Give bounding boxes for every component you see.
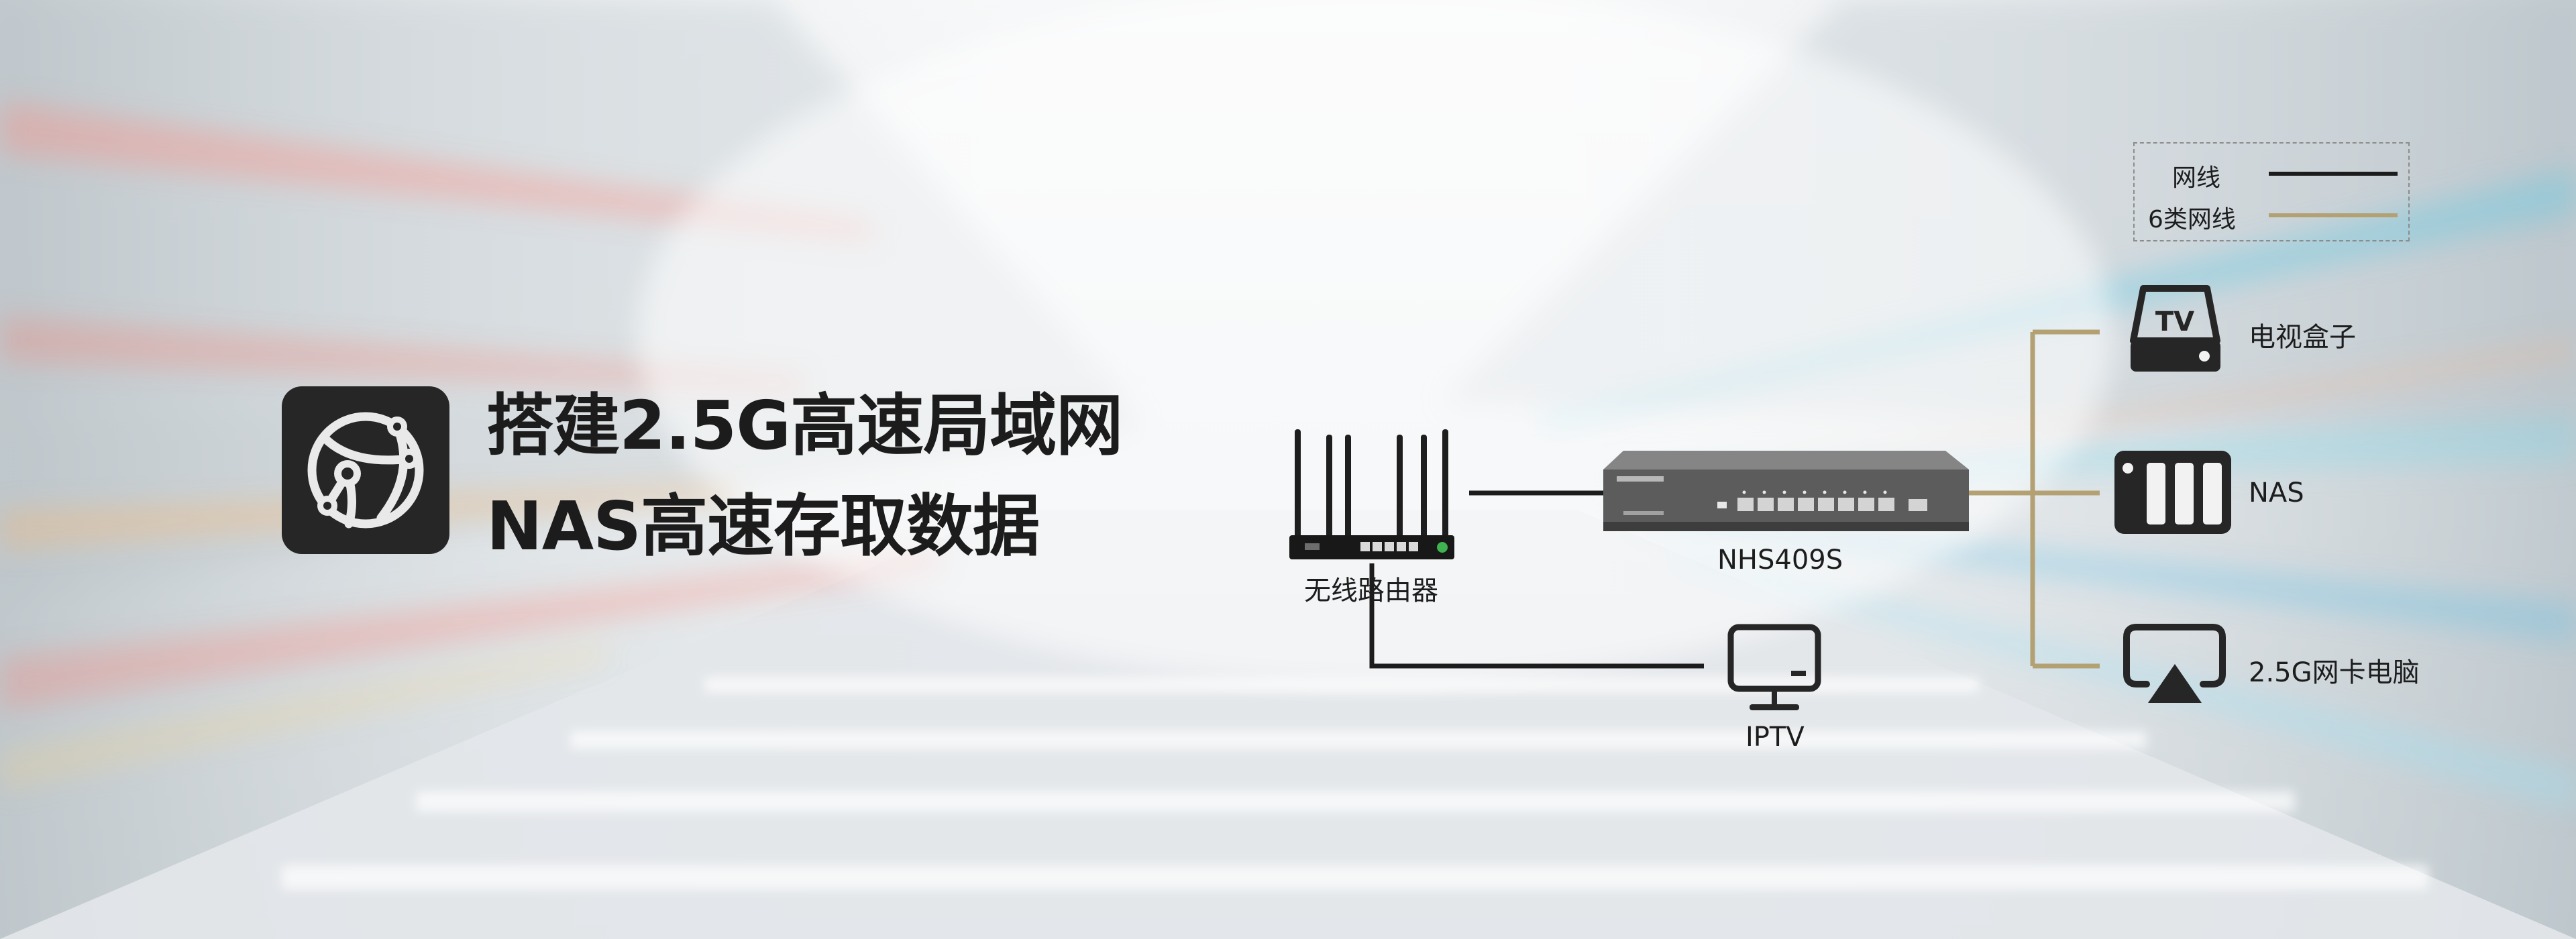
headline: 搭建2.5G高速局域网 NAS高速存取数据 (486, 376, 1123, 577)
tv-box-icon (2130, 285, 2220, 372)
legend-label-cat6: 6类网线 (2148, 206, 2236, 233)
iptv-label: IPTV (1746, 722, 1805, 753)
legend-swatch-ethernet (2269, 172, 2398, 176)
headline-line-2: NAS高速存取数据 (486, 487, 1040, 565)
router-label: 无线路由器 (1304, 575, 1438, 606)
nas-icon (2114, 451, 2231, 534)
wireless-router (1289, 429, 1454, 559)
cable-legend: 网线 6类网线 (2133, 142, 2410, 241)
tv-box-icon-text: TV (2155, 307, 2194, 337)
router-to-iptv-cable (1369, 563, 1704, 669)
legend-item-cat6: 6类网线 (2135, 200, 2411, 233)
network-globe-icon (307, 412, 424, 529)
monitor-icon (1727, 624, 1821, 710)
legend-swatch-cat6 (2269, 213, 2398, 217)
legend-item-ethernet: 网线 (2135, 158, 2411, 192)
switch-nhs409s (1603, 451, 1969, 531)
tv-box-label: 电视盒子 (2249, 322, 2356, 353)
network-app-logo (282, 386, 449, 554)
switch-label: NHS409S (1717, 545, 1843, 575)
nas-label: NAS (2249, 478, 2304, 508)
pc-label: 2.5G网卡电脑 (2249, 657, 2420, 688)
legend-label-ethernet: 网线 (2172, 164, 2221, 192)
pc-cast-icon (2123, 624, 2226, 703)
headline-line-1: 搭建2.5G高速局域网 (486, 386, 1123, 465)
